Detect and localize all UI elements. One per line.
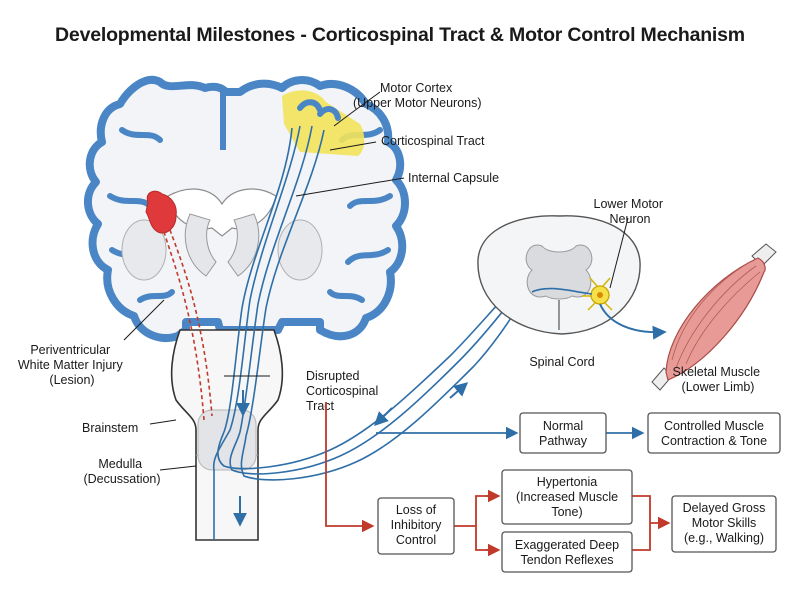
tract-right-arrow bbox=[449, 382, 469, 399]
tract-left-arrow bbox=[374, 407, 393, 426]
delayed-gross-motor-box: Delayed Gross Motor Skills (e.g., Walkin… bbox=[671, 495, 777, 553]
svg-text:Tone): Tone) bbox=[551, 505, 582, 519]
brainstem-label: Brainstem bbox=[82, 421, 138, 435]
svg-text:Control: Control bbox=[396, 533, 436, 547]
normal-pathway-box: Normal Pathway bbox=[519, 412, 607, 454]
disrupted-tract-label: Disrupted Corticospinal Tract bbox=[306, 369, 382, 413]
svg-text:(e.g., Walking): (e.g., Walking) bbox=[684, 531, 764, 545]
internal-capsule-label: Internal Capsule bbox=[408, 171, 499, 185]
skeletal-muscle-shape bbox=[651, 243, 777, 391]
svg-text:Normal: Normal bbox=[543, 419, 583, 433]
hypertonia-box: Hypertonia (Increased Muscle Tone) bbox=[501, 469, 633, 525]
exaggerated-reflexes-box: Exaggerated Deep Tendon Reflexes bbox=[501, 531, 633, 573]
svg-text:Hypertonia: Hypertonia bbox=[537, 475, 597, 489]
lower-motor-neuron-label: Lower Motor Neuron bbox=[594, 197, 667, 226]
svg-text:Inhibitory: Inhibitory bbox=[391, 518, 442, 532]
leader-lines bbox=[123, 91, 629, 471]
svg-text:Exaggerated Deep: Exaggerated Deep bbox=[515, 538, 619, 552]
corticospinal-tract-fibers bbox=[212, 125, 527, 540]
svg-text:Pathway: Pathway bbox=[539, 434, 588, 448]
controlled-contraction-box: Controlled Muscle Contraction & Tone bbox=[647, 412, 781, 454]
svg-text:Tendon Reflexes: Tendon Reflexes bbox=[520, 553, 613, 567]
svg-text:(Increased Muscle: (Increased Muscle bbox=[516, 490, 618, 504]
svg-text:Controlled Muscle: Controlled Muscle bbox=[664, 419, 764, 433]
motor-cortex-label: Motor Cortex (Upper Motor Neurons) bbox=[353, 81, 482, 110]
svg-text:Motor Skills: Motor Skills bbox=[692, 516, 757, 530]
lesion-marker bbox=[145, 190, 177, 234]
skeletal-muscle-label: Skeletal Muscle (Lower Limb) bbox=[672, 365, 763, 394]
disruption-to-loss-arrow bbox=[325, 402, 375, 533]
spinal-cord-cross-section bbox=[477, 215, 641, 335]
svg-text:Contraction & Tone: Contraction & Tone bbox=[661, 434, 767, 448]
svg-text:Delayed Gross: Delayed Gross bbox=[683, 501, 766, 515]
corticospinal-tract-label: Corticospinal Tract bbox=[381, 134, 485, 148]
motor-output-arrow bbox=[599, 303, 667, 340]
loss-branch-arrows bbox=[454, 495, 498, 551]
svg-text:Loss of: Loss of bbox=[396, 503, 437, 517]
loss-of-inhibitory-box: Loss of Inhibitory Control bbox=[377, 497, 455, 555]
lower-motor-neuron-cell bbox=[582, 277, 613, 311]
disrupted-path bbox=[163, 229, 213, 421]
diagram-title: Developmental Milestones - Corticospinal… bbox=[55, 24, 745, 46]
pvwmi-label: Periventricular White Matter Injury (Les… bbox=[18, 343, 126, 387]
spinal-cord-label: Spinal Cord bbox=[529, 355, 594, 369]
medulla-label: Medulla (Decussation) bbox=[83, 457, 160, 486]
